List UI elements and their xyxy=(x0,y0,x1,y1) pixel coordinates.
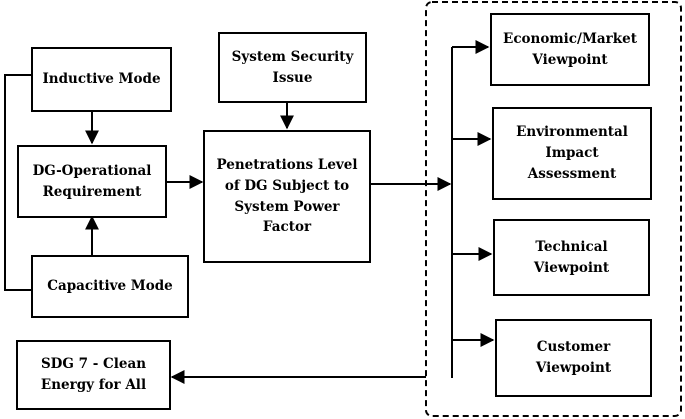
node-customer-label: Customer Viewpoint xyxy=(535,339,612,376)
node-system-security-label: System Security Issue xyxy=(231,48,354,86)
node-economic-market-viewpoint: Economic/Market Viewpoint xyxy=(490,13,650,86)
node-sdg7-label: SDG 7 - Clean Energy for All xyxy=(40,356,147,393)
node-customer-viewpoint: Customer Viewpoint xyxy=(495,319,652,397)
node-penetration-label: Penetrations Level of DG Subject to Syst… xyxy=(216,156,358,236)
node-inductive-mode: Inductive Mode xyxy=(31,47,172,112)
edge-inductive-capacitive-loop xyxy=(4,74,31,291)
node-inductive-mode-label: Inductive Mode xyxy=(42,71,161,88)
node-capacitive-mode: Capacitive Mode xyxy=(31,255,189,318)
node-sdg7-clean-energy: SDG 7 - Clean Energy for All xyxy=(16,340,171,410)
node-capacitive-mode-label: Capacitive Mode xyxy=(47,278,173,295)
node-environmental-impact-assessment: Environmental Impact Assessment xyxy=(492,107,652,200)
node-dg-operational-requirement: DG-Operational Requirement xyxy=(17,145,167,218)
node-technical-label: Technical Viewpoint xyxy=(533,238,610,276)
node-system-security-issue: System Security Issue xyxy=(218,32,367,103)
node-environmental-label: Environmental Impact Assessment xyxy=(516,124,628,182)
viewpoints-group-border xyxy=(425,1,682,417)
node-economic-label: Economic/Market Viewpoint xyxy=(503,30,637,68)
node-penetration-level: Penetrations Level of DG Subject to Syst… xyxy=(203,130,371,263)
node-dg-operational-label: DG-Operational Requirement xyxy=(32,162,152,200)
node-technical-viewpoint: Technical Viewpoint xyxy=(493,219,650,296)
